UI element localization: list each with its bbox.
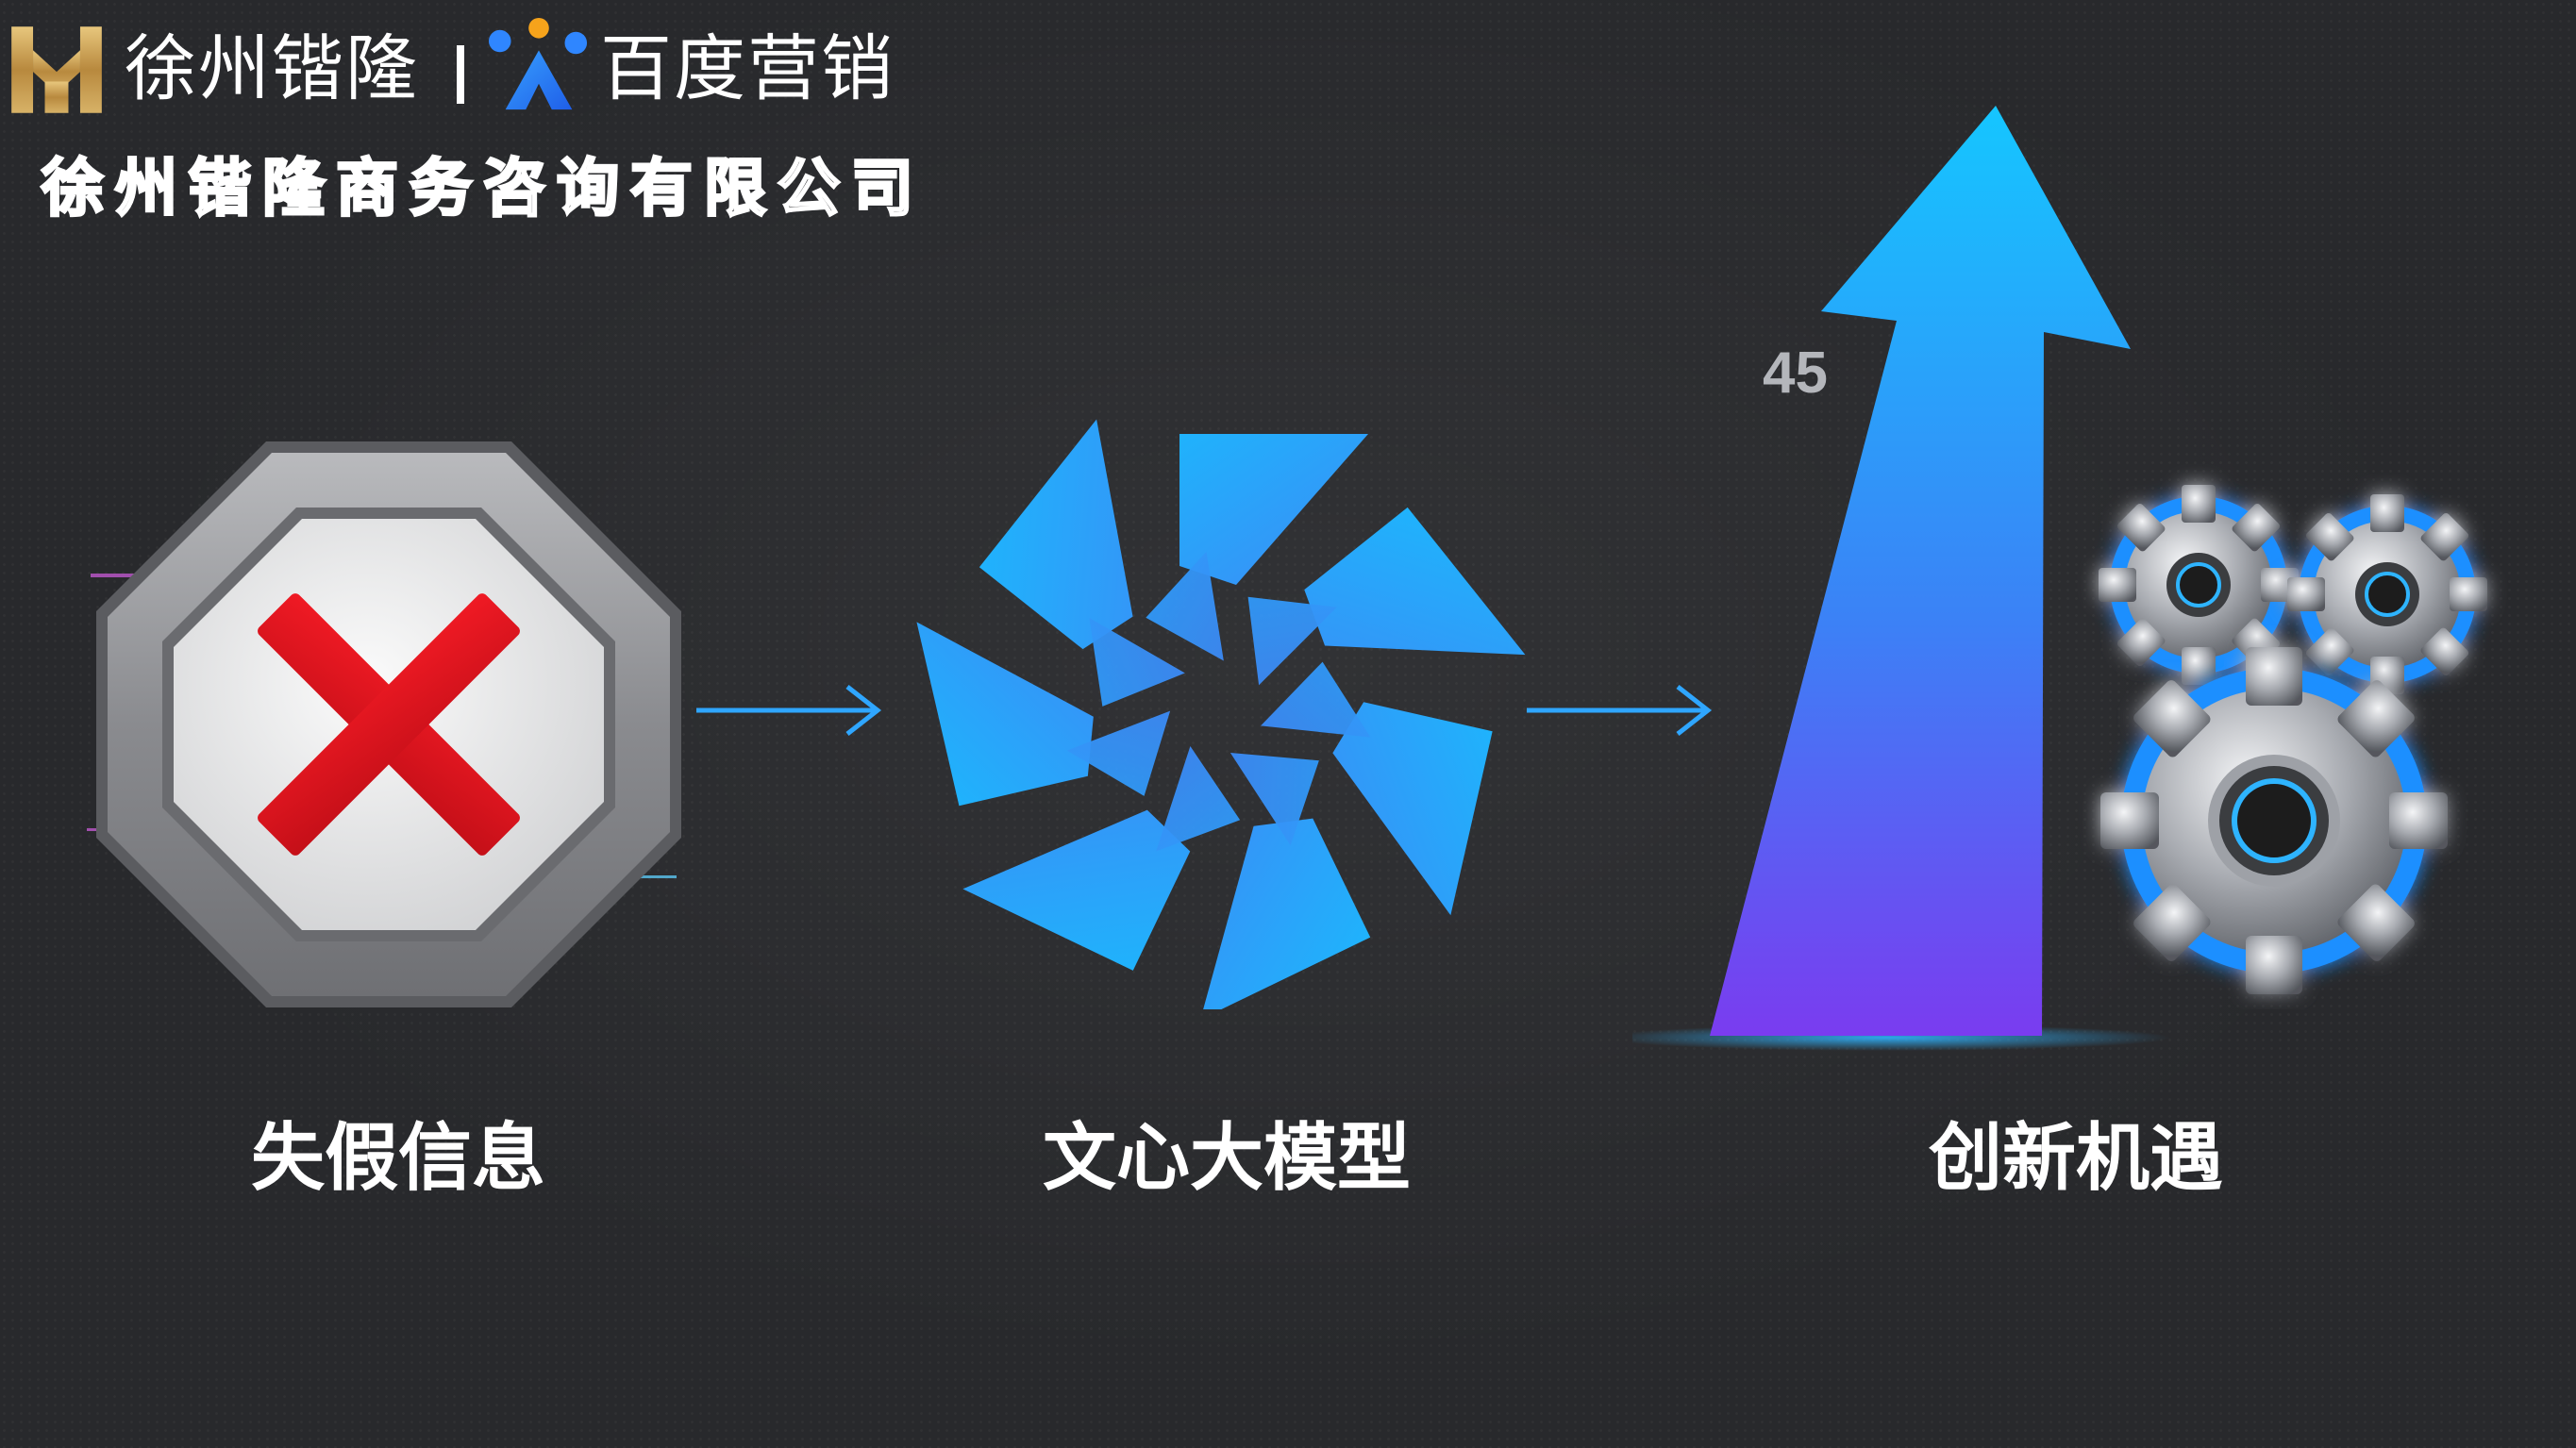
partner-name: 百度营销 [600,26,895,110]
header-divider [457,45,464,104]
flow-arrow-icon [1527,685,1713,736]
stop-x-icon [87,441,681,1007]
gears-icon [2099,485,2487,994]
growth-value-label: 45 [1763,341,1828,406]
company-full-name: 徐州锴隆商务咨询有限公司 [41,150,925,226]
wenxin-logo-icon [916,419,1526,1009]
growth-arrow-icon [1632,106,2170,1051]
step-caption-fake-info: 失假信息 [250,1116,545,1201]
step-caption-innovation-opportunity: 创新机遇 [1928,1116,2223,1201]
flow-arrow-icon [696,685,882,736]
brand-name: 徐州锴隆 [125,26,419,110]
company-logo-icon [11,26,102,113]
baidu-marketing-logo-icon [488,17,588,110]
step-caption-wenxin-model: 文心大模型 [1042,1116,1411,1201]
